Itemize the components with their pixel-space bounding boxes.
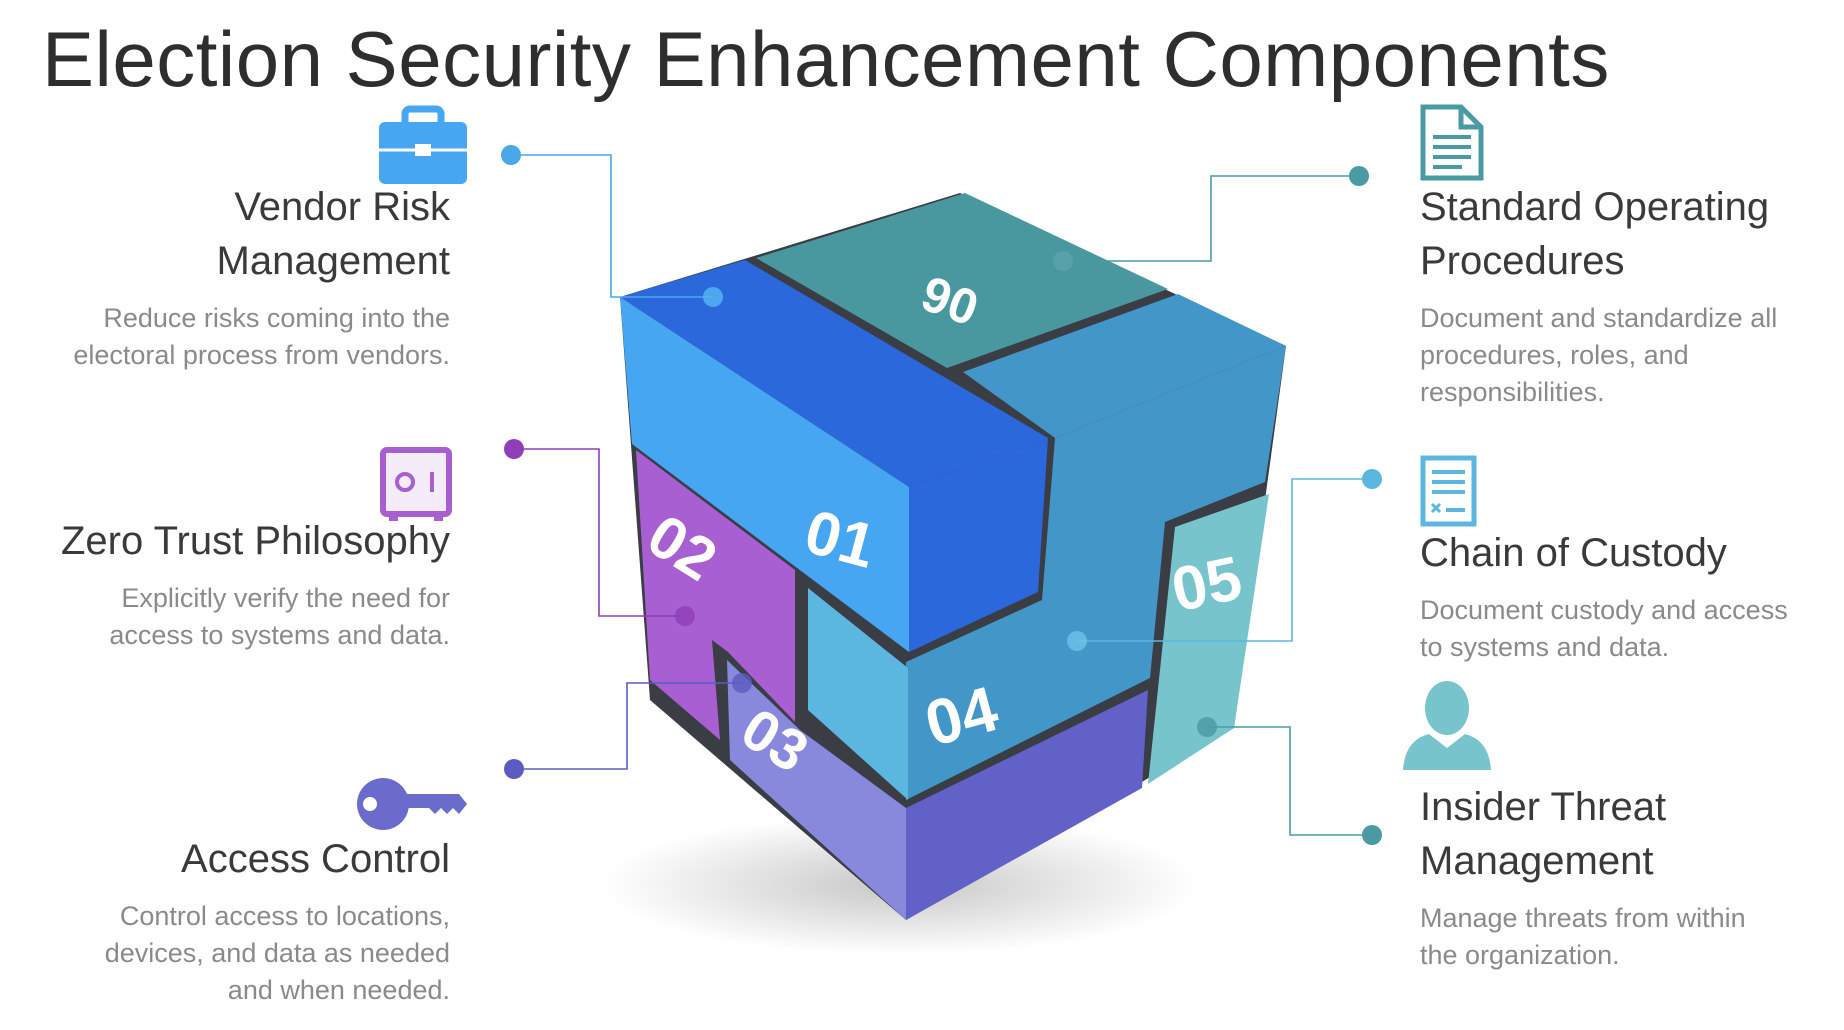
key-icon	[357, 778, 467, 830]
person-icon	[1403, 681, 1491, 770]
cube-piece-04-left	[808, 588, 908, 800]
connector-vendor	[501, 145, 723, 307]
component-insider: Insider Threat Management Manage threats…	[1420, 780, 1844, 974]
component-vendor: Vendor Risk Management Reduce risks comi…	[20, 180, 450, 374]
cube-piece-03-front	[727, 660, 906, 920]
component-heading: Vendor Risk Management	[216, 185, 450, 283]
connector-insider	[1197, 717, 1382, 845]
component-description: Document and standardize all procedures,…	[1420, 303, 1778, 407]
component-description: Explicitly verify the need for access to…	[109, 583, 450, 650]
component-heading: Zero Trust Philosophy	[60, 519, 450, 563]
cube-piece-06	[756, 193, 1168, 368]
component-heading: Insider Threat Management	[1420, 785, 1667, 883]
cube-piece-02	[636, 450, 795, 740]
document-icon	[1420, 104, 1484, 181]
component-access: Access Control Control access to locatio…	[20, 832, 450, 1009]
cube-piece-01-front	[620, 297, 909, 652]
component-sop: Standard Operating Procedures Document a…	[1420, 180, 1844, 411]
component-heading: Standard Operating Procedures	[1420, 185, 1770, 283]
component-heading: Access Control	[181, 837, 450, 881]
cube-piece-05	[1148, 494, 1269, 784]
component-custody: Chain of Custody Document custody and ac…	[1420, 526, 1844, 666]
component-description: Control access to locations, devices, an…	[104, 901, 450, 1005]
connector-zero-trust	[504, 439, 695, 626]
connector-sop	[1053, 166, 1369, 271]
safe-icon	[380, 447, 452, 521]
component-zero-trust: Zero Trust Philosophy Explicitly verify …	[20, 514, 450, 654]
connector-access	[504, 673, 752, 779]
component-description: Document custody and access to systems a…	[1420, 595, 1788, 662]
component-description: Reduce risks coming into the electoral p…	[73, 303, 450, 370]
connector-custody	[1067, 469, 1382, 651]
cube-piece-03-side	[906, 690, 1148, 920]
form-icon	[1420, 455, 1477, 527]
cube-piece-01-top	[620, 260, 1048, 487]
component-description: Manage threats from within the organizat…	[1420, 903, 1746, 970]
page-title: Election Security Enhancement Components	[42, 15, 1610, 103]
cube-piece-04-top	[963, 294, 1286, 438]
cube-piece-01-side	[909, 438, 1048, 652]
cube-piece-04-front	[906, 346, 1286, 800]
briefcase-icon	[379, 105, 467, 184]
component-heading: Chain of Custody	[1420, 531, 1727, 575]
cube-label-05: 05	[1166, 544, 1248, 626]
